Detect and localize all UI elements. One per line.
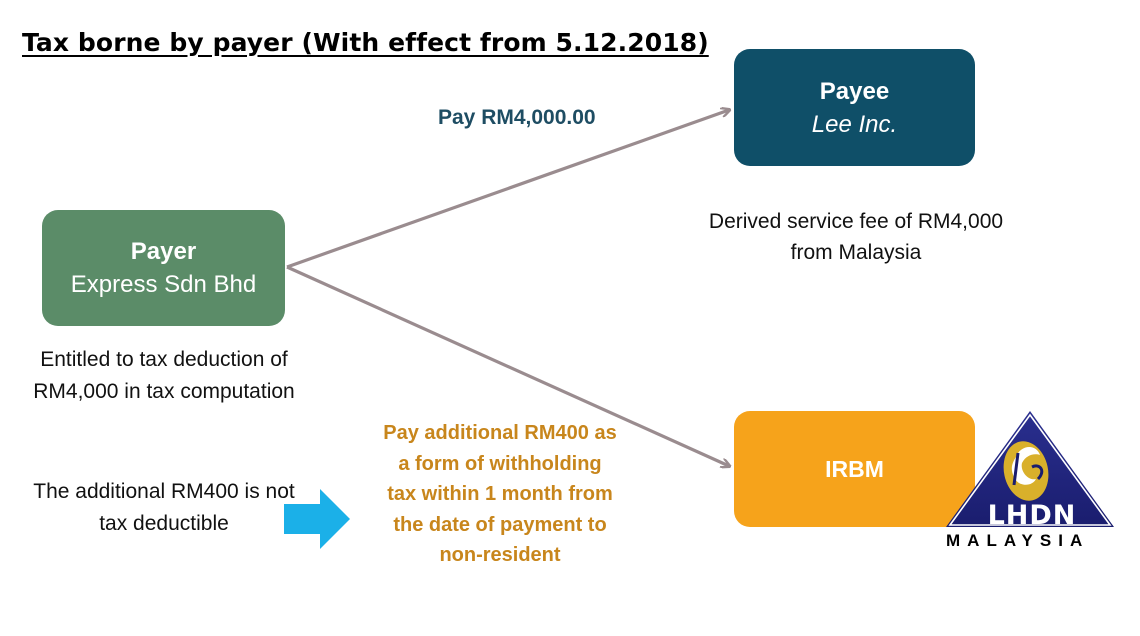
- irbm-box: IRBM: [734, 411, 975, 527]
- payment-label: Pay RM4,000.00: [438, 106, 596, 129]
- logo-wordmark: LHDN: [987, 500, 1077, 531]
- payer-box: Payer Express Sdn Bhd: [42, 210, 285, 326]
- right-arrow-icon: [284, 489, 350, 549]
- payer-company: Express Sdn Bhd: [70, 271, 257, 298]
- additional-note: The additional RM400 is not tax deductib…: [33, 480, 295, 535]
- lhdn-logo-icon: [946, 411, 1114, 527]
- page-title: Tax borne by payer (With effect from 5.1…: [22, 28, 709, 57]
- payee-company: Lee Inc.: [811, 110, 898, 138]
- payee-name: Payee: [819, 77, 890, 105]
- arrow-to-irbm: [286, 265, 729, 466]
- payer-note: Entitled to tax deduction of RM4,000 in …: [33, 348, 295, 403]
- arrow-to-payee: [286, 110, 729, 269]
- logo-country-text: MALAYSIA: [946, 531, 1090, 550]
- payer-name: Payer: [130, 238, 197, 265]
- payee-box: Payee Lee Inc.: [734, 49, 975, 166]
- payee-note: Derived service fee of RM4,000 from Mala…: [708, 210, 1004, 264]
- irbm-name: IRBM: [825, 456, 884, 482]
- withholding-tax-label: Pay additional RM400 as a form of withho…: [383, 422, 617, 566]
